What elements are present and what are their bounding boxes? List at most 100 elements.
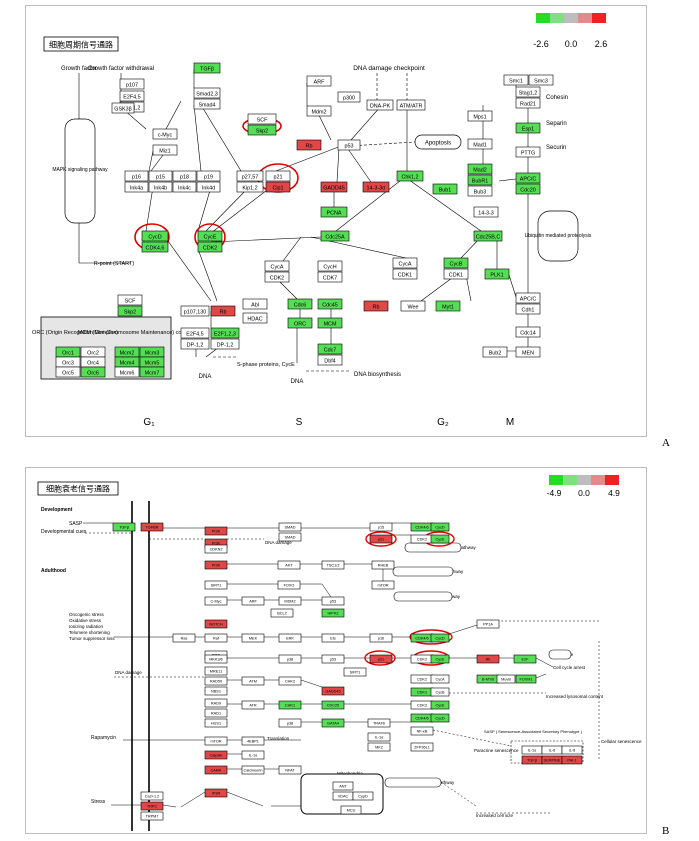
- a-node-25: Ink4d: [196, 181, 221, 193]
- a-node-label-76: Smc3: [534, 79, 548, 85]
- a-node-label-68: 14-3-3: [478, 211, 494, 217]
- b-node-label-68: CycD: [435, 717, 445, 721]
- b-node-label-57: RAD9: [211, 702, 221, 706]
- b-node-label-77: 4EBP1: [247, 740, 259, 744]
- a-node-42: CDK7: [317, 271, 343, 283]
- b-node-4: SMAD: [278, 522, 302, 532]
- a-node-label-91: Orc4: [87, 361, 99, 367]
- label-adulthood: Adulthood: [41, 568, 66, 574]
- b-node-label-44: E2F: [522, 658, 530, 662]
- title-box: [43, 36, 119, 52]
- a-node-label-80: PTTG: [521, 151, 535, 157]
- b-node-31: Ets: [321, 633, 345, 643]
- b-node-label-22: MDM2: [284, 600, 295, 604]
- a-node-label-57: Cdc7: [324, 348, 337, 354]
- b-node-76: mTOR: [204, 736, 228, 746]
- b-node-12: CycE: [430, 534, 450, 544]
- a-node-86: MEN: [515, 346, 541, 358]
- b-node-82: NFAT: [278, 765, 302, 775]
- b-node-label-39: p53: [330, 658, 336, 662]
- b-node-19: mTOR: [371, 580, 395, 590]
- label-translation: Translation: [267, 736, 290, 741]
- a-node-74: Mps1: [467, 110, 493, 122]
- phase-m: M: [506, 417, 514, 428]
- b-node-35: PP1A: [476, 619, 500, 629]
- a-node-90: Orc3: [55, 356, 81, 368]
- a-node-label-20: p18: [180, 175, 189, 181]
- a-node-35: CycD: [141, 230, 169, 242]
- a-node-label-45: p107,130: [184, 310, 206, 316]
- a-node-label-13: p300: [343, 96, 355, 102]
- a-node-56: MCM: [317, 317, 343, 329]
- a-node-label-18: p16: [132, 175, 141, 181]
- a-node-label-66: PLK1: [490, 273, 503, 279]
- label-mapk: MAPK signaling pathway: [52, 167, 108, 173]
- b-node-9: CDK4/6: [410, 522, 434, 532]
- a-node-8: Miz1: [152, 144, 178, 156]
- a-node-22: Ink4a: [124, 181, 149, 193]
- b-node-label-66: CycE: [435, 704, 445, 708]
- a-node-51: E2F1,2,3: [210, 327, 240, 339]
- b-node-label-13: PI3K: [212, 564, 221, 568]
- a-node-27: Kip1,2: [236, 181, 264, 193]
- b-node-86: TRPM7: [140, 811, 164, 821]
- a-node-53: Cdc6: [287, 298, 313, 310]
- b-node-39: p53: [321, 654, 345, 664]
- b-node-label-50: RAD50: [210, 680, 222, 684]
- b-node-label-14: AKT: [285, 564, 293, 568]
- a-node-label-28: p21: [274, 175, 283, 181]
- a-node-label-38: CDK2: [203, 246, 217, 252]
- b-node-41: CDK2: [410, 654, 434, 664]
- a-node-93: Orc6: [80, 366, 106, 378]
- b-node-78: Calpain: [204, 750, 228, 760]
- b-node-26: NOTCH: [204, 619, 228, 629]
- b-node-label-79: IL-1α: [249, 754, 259, 758]
- label-cellular-sen: Cellular senescence: [601, 739, 642, 744]
- a-node-label-71: BubR1: [472, 179, 488, 185]
- b-node-69: p38: [278, 718, 302, 728]
- b-node-51: NBS1: [204, 686, 228, 696]
- a-node-label-9: SCF: [257, 118, 268, 124]
- a-node-48: HDAC: [242, 312, 268, 324]
- a-node-41: CycH: [317, 260, 343, 272]
- a-node-80: PTTG: [515, 146, 541, 158]
- b-node-label-23: p53: [330, 600, 336, 604]
- b-node-label-80: CAMK: [211, 769, 222, 773]
- a-node-label-53: Cdc6: [294, 303, 307, 309]
- a-node-label-67: Cdc25B,C: [476, 235, 501, 241]
- a-node-39: CycA: [264, 260, 290, 272]
- b-node-label-40: p21: [378, 658, 384, 662]
- a-node-81: APC/C: [515, 172, 541, 184]
- a-node-label-36: CDK4,6: [146, 246, 165, 252]
- a-node-29: Cip1: [265, 181, 291, 193]
- a-node-label-89: Orc2: [87, 351, 99, 357]
- b-node-38: p38: [278, 654, 302, 664]
- a-node-label-55: ORC: [294, 322, 306, 328]
- a-node-label-42: CDK7: [323, 276, 337, 282]
- a-node-34: Cdc25A: [320, 230, 350, 242]
- b-node-label-93: IL-8: [569, 749, 576, 753]
- b-node-label-65: CDK2: [417, 704, 427, 708]
- a-node-label-72: Bub3: [474, 190, 487, 196]
- a-node-label-97: Mcm5: [145, 361, 160, 367]
- label-dev-cues: Developmental cues: [41, 529, 87, 535]
- a-node-9: SCF: [247, 113, 277, 125]
- b-node-label-87: ANT: [339, 785, 347, 789]
- b-node-25: BCL2: [270, 608, 294, 618]
- b-node-71: TRAF6: [367, 718, 391, 728]
- a-node-26: p27,57: [236, 170, 264, 182]
- a-node-label-77: Stag1,2: [519, 91, 538, 97]
- a-node-label-39: CycA: [271, 265, 284, 271]
- b-node-47: MuvB: [496, 674, 516, 684]
- b-node-label-24: HIPK2: [328, 612, 339, 616]
- b-node-label-25: BCL2: [277, 612, 287, 616]
- b-node-89: CypD: [352, 791, 374, 801]
- a-node-33: PCNA: [320, 206, 348, 218]
- b-node-85: TRPC: [140, 801, 164, 811]
- b-node-83: IP3R: [204, 788, 228, 798]
- label-dna-damage-b: DNA damage: [115, 670, 142, 675]
- b-node-label-38: p38: [287, 658, 293, 662]
- b-node-label-28: Raf: [213, 637, 220, 641]
- a-node-label-3: p107: [126, 83, 138, 89]
- edges-b: [83, 522, 600, 814]
